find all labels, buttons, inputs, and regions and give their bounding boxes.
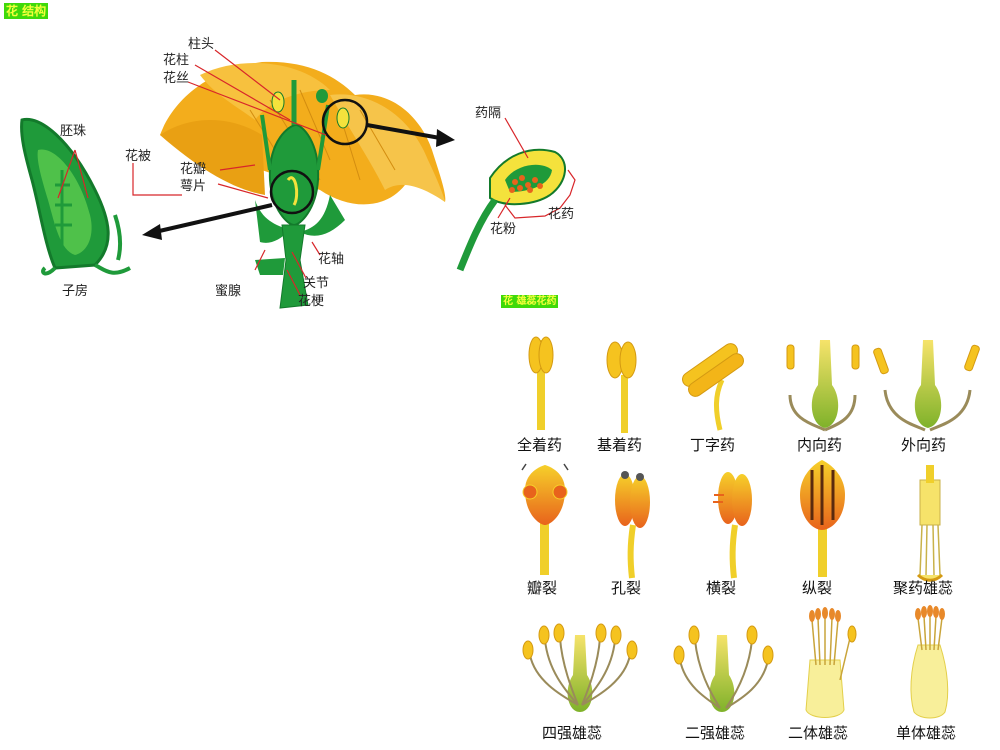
sepals-stalk	[255, 195, 345, 309]
stamen-basifixed-all	[528, 336, 554, 430]
label-receptacle: 花轴	[318, 251, 344, 267]
stamen-diadelphous	[805, 607, 857, 718]
stamen-monadelphous	[910, 605, 949, 719]
stamen-valvular	[521, 463, 569, 575]
anther-zoom-circle	[321, 98, 369, 146]
label-connective: 药隔	[475, 106, 501, 121]
label-ovule: 胚珠	[60, 124, 86, 139]
arrow-head-left	[142, 224, 162, 240]
label-petal: 花瓣	[180, 161, 206, 177]
flower-structure-diagram: 柱头 花柱 花丝 胚珠 花被 花瓣 萼片 药隔 花药 花粉 子房 花轴 关节 蜜…	[20, 37, 576, 309]
label-r2-5: 聚药雄蕊	[893, 579, 953, 597]
arrow-to-ovary	[154, 203, 273, 234]
pistil	[260, 80, 350, 227]
label-r3-3: 二体雄蕊	[788, 724, 848, 742]
label-anther: 花药	[548, 206, 574, 222]
label-r1-2: 基着药	[597, 436, 642, 454]
stamen-transverse	[713, 472, 752, 579]
label-node: 关节	[303, 276, 329, 291]
label-sepal: 萼片	[180, 179, 206, 194]
flower-structure-tag: 花 结构	[4, 3, 49, 19]
label-style: 花柱	[163, 52, 189, 68]
label-ovary: 子房	[62, 283, 88, 299]
label-r1-4: 内向药	[797, 436, 842, 454]
pointer-lines	[57, 49, 529, 296]
stamen-basifixed	[606, 341, 637, 433]
stamen-extrorse	[873, 340, 980, 432]
label-filament: 花丝	[163, 70, 189, 86]
stamen-tetradynamous	[522, 623, 638, 712]
label-pollen: 花粉	[490, 221, 516, 237]
anther-enlarged	[456, 148, 576, 272]
ovary-enlarged	[20, 117, 131, 276]
label-r2-3: 横裂	[706, 579, 736, 597]
stamen-introrse	[786, 340, 860, 432]
stamen-longitudinal	[800, 460, 845, 577]
label-r1-1: 全着药	[517, 436, 562, 454]
stamen-types-tag: 花 雄蕊花药	[501, 295, 559, 308]
arrow-head-right	[436, 129, 455, 147]
label-r3-1: 四强雄蕊	[542, 724, 602, 742]
ovary-zoom-circle	[269, 169, 315, 215]
label-nectary: 蜜腺	[215, 284, 241, 299]
label-r2-2: 孔裂	[611, 579, 641, 597]
stamen-syngenesious	[916, 465, 944, 582]
label-r3-4: 单体雄蕊	[896, 724, 956, 742]
label-r2-4: 纵裂	[802, 579, 832, 597]
label-stigma: 柱头	[188, 37, 214, 52]
label-r3-2: 二强雄蕊	[685, 724, 745, 742]
label-perianth: 花被	[125, 148, 151, 164]
arrow-to-anther	[366, 123, 441, 140]
stamen-types-diagram: 全着药 基着药 丁字药 内向药 外向药 瓣裂 孔裂 横裂 纵裂 聚药雄蕊 四强雄…	[517, 336, 980, 742]
stamen-poricidal	[615, 471, 650, 579]
stamen-versatile	[682, 343, 744, 431]
label-r1-5: 外向药	[901, 436, 946, 454]
label-pedicel: 花梗	[298, 293, 324, 309]
label-r1-3: 丁字药	[690, 436, 735, 454]
stamen-didynamous	[673, 625, 774, 712]
label-r2-1: 瓣裂	[527, 579, 557, 597]
